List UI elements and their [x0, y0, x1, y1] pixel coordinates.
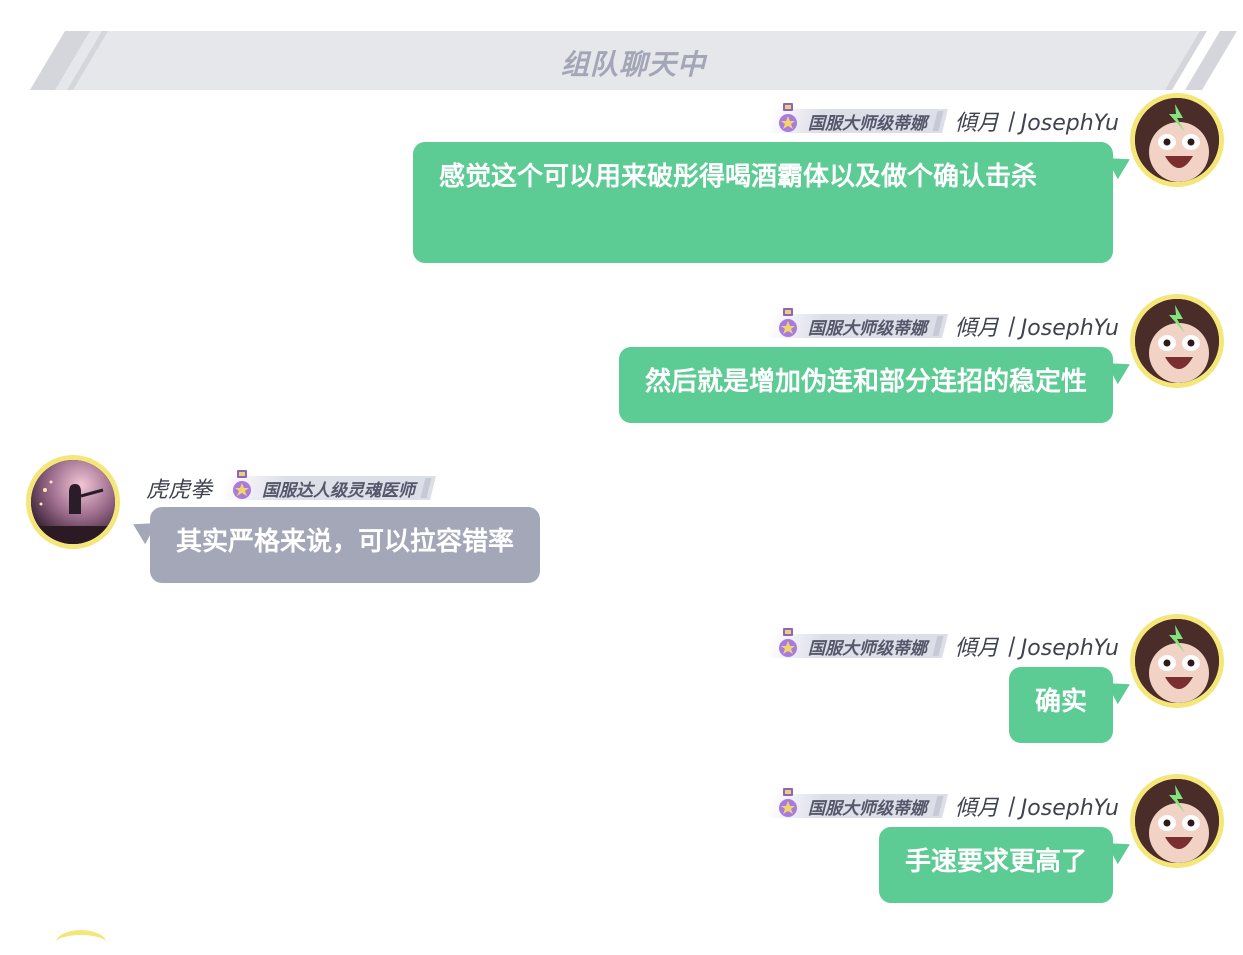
user-avatar[interactable]: [1130, 774, 1224, 868]
badge-label: 国服大师级蒂娜: [807, 318, 927, 339]
medal-icon: [778, 628, 797, 657]
message-meta: 国服大师级蒂娜 傾月丨JosephYu: [764, 103, 1119, 136]
avatar-scene-icon: [31, 460, 115, 544]
message-bubble[interactable]: 其实严格来说，可以拉容错率: [150, 507, 541, 583]
sender-name[interactable]: 傾月丨JosephYu: [954, 796, 1119, 821]
message-meta: 国服大师级蒂娜 傾月丨JosephYu: [764, 788, 1119, 821]
sender-name[interactable]: 傾月丨JosephYu: [954, 636, 1119, 661]
header-title: 组队聊天中: [560, 48, 706, 81]
title-badge[interactable]: 国服大师级蒂娜: [764, 308, 948, 339]
sender-name[interactable]: 傾月丨JosephYu: [954, 316, 1119, 341]
title-badge[interactable]: 国服大师级蒂娜: [764, 628, 948, 659]
user-avatar[interactable]: [1130, 614, 1224, 708]
message-bubble[interactable]: 感觉这个可以用来破彤得喝酒霸体以及做个确认击杀: [413, 142, 1113, 263]
message-text: 确实: [1034, 687, 1087, 717]
sender-name[interactable]: 虎虎拳: [146, 478, 213, 503]
badge-label: 国服达人级灵魂医师: [262, 480, 416, 501]
medal-icon: [778, 103, 797, 132]
message-meta: 虎虎拳 国服达人级灵魂医师: [146, 470, 437, 503]
message-bubble[interactable]: 然后就是增加伪连和部分连招的稳定性: [618, 347, 1113, 423]
message-text: 手速要求更高了: [904, 847, 1087, 877]
title-badge[interactable]: 国服达人级灵魂医师: [219, 470, 437, 501]
message-text: 其实严格来说，可以拉容错率: [176, 527, 515, 557]
badge-label: 国服大师级蒂娜: [807, 798, 927, 819]
header-banner-shape: [30, 31, 1237, 90]
avatar-face-icon: [1135, 779, 1219, 863]
chat-header: 组队聊天中: [30, 31, 1237, 90]
message-bubble[interactable]: 手速要求更高了: [878, 827, 1113, 903]
sender-name[interactable]: 傾月丨JosephYu: [954, 111, 1119, 136]
badge-label: 国服大师级蒂娜: [807, 638, 927, 659]
message-text: 然后就是增加伪连和部分连招的稳定性: [644, 367, 1087, 397]
user-avatar[interactable]: [1130, 294, 1224, 388]
medal-icon: [778, 308, 797, 337]
user-avatar[interactable]: [26, 455, 120, 549]
title-badge[interactable]: 国服大师级蒂娜: [764, 103, 948, 134]
user-avatar-partial: [56, 930, 106, 955]
medal-icon: [778, 788, 797, 817]
user-avatar[interactable]: [1130, 93, 1224, 187]
message-text: 感觉这个可以用来破彤得喝酒霸体以及做个确认击杀: [439, 162, 1038, 192]
badge-label: 国服大师级蒂娜: [807, 113, 927, 134]
message-meta: 国服大师级蒂娜 傾月丨JosephYu: [764, 628, 1119, 661]
title-badge[interactable]: 国服大师级蒂娜: [764, 788, 948, 819]
avatar-face-icon: [1135, 98, 1219, 182]
message-bubble[interactable]: 确实: [1008, 667, 1113, 743]
avatar-face-icon: [1135, 299, 1219, 383]
avatar-face-icon: [1135, 619, 1219, 703]
medal-icon: [233, 470, 252, 499]
message-meta: 国服大师级蒂娜 傾月丨JosephYu: [764, 308, 1119, 341]
